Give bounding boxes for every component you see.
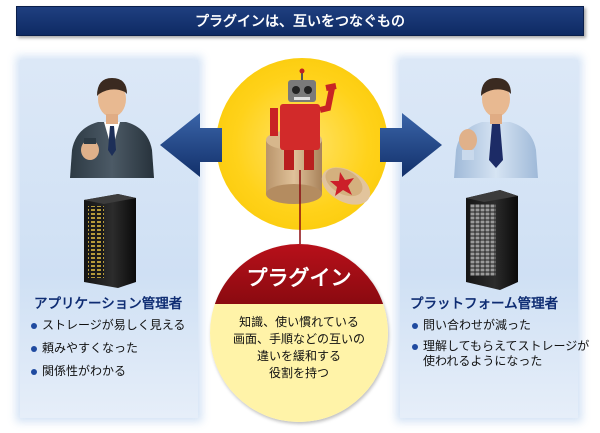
right-arrow bbox=[380, 113, 442, 177]
platform-admin-title: プラットフォーム管理者 bbox=[410, 296, 559, 312]
list-item: 理解してもらえてストレージが使われるようになった bbox=[411, 339, 591, 369]
plugin-description: 知識、使い慣れている 画面、手順などの互いの 違いを緩和する 役割を持つ bbox=[210, 304, 388, 422]
plugin-description-line: 画面、手順などの互いの bbox=[232, 332, 365, 346]
plugin-circle: プラグイン 知識、使い慣れている 画面、手順などの互いの 違いを緩和する 役割を… bbox=[210, 244, 388, 422]
plugin-description-line: 違いを緩和する bbox=[256, 349, 341, 363]
list-item: 関係性がわかる bbox=[30, 364, 205, 379]
platform-admin-icon bbox=[454, 78, 538, 178]
right-server-icon bbox=[466, 190, 518, 290]
plugin-label: プラグイン bbox=[210, 244, 388, 304]
list-item: 頼みやすくなった bbox=[30, 341, 205, 356]
plugin-description-line: 知識、使い慣れている bbox=[239, 315, 359, 329]
list-item: 問い合わせが減った bbox=[411, 318, 591, 333]
list-item: ストレージが易しく見える bbox=[30, 318, 205, 333]
platform-admin-benefits: 問い合わせが減った 理解してもらえてストレージが使われるようになった bbox=[411, 318, 591, 375]
left-server-icon bbox=[84, 194, 136, 288]
application-admin-title: アプリケーション管理者 bbox=[34, 296, 183, 312]
application-admin-icon bbox=[70, 78, 154, 178]
plugin-description-line: 役割を持つ bbox=[268, 366, 329, 380]
left-arrow bbox=[160, 113, 222, 177]
application-admin-benefits: ストレージが易しく見える 頼みやすくなった 関係性がわかる bbox=[30, 318, 205, 387]
page-title: プラグインは、互いをつなぐもの bbox=[16, 6, 584, 36]
robot-icon bbox=[270, 68, 337, 170]
